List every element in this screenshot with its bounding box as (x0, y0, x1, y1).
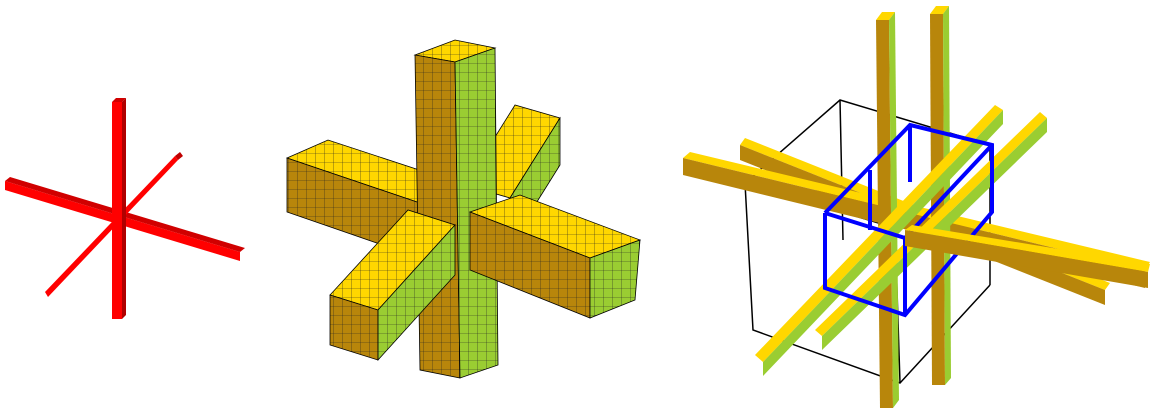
red-arm-vertical (112, 102, 122, 319)
panel-meshed-cross (287, 40, 640, 378)
panel-beam-lattice (683, 6, 1150, 408)
red-arm-vertical-side (122, 98, 126, 319)
panel-thin-red-cross (5, 98, 245, 319)
